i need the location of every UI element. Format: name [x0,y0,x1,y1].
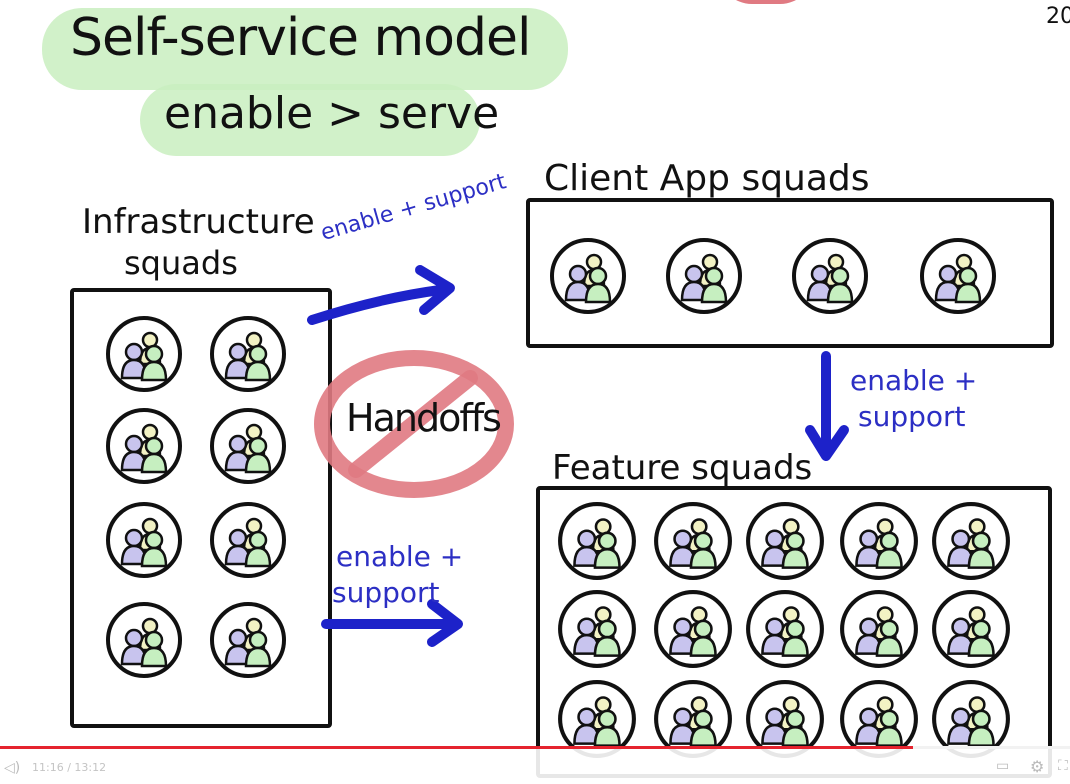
infra-squad-icon [104,314,184,394]
captions-icon[interactable]: ▭ [996,758,1010,774]
arrow-bottom-label-line1: enable + [336,540,464,573]
infra-squad-icon [104,600,184,680]
no-handoffs-slash [348,370,478,478]
arrow-right-label-line2: support [858,400,966,433]
video-progress-bar[interactable] [0,746,1070,749]
infra-squad-icon [208,500,288,580]
client-squad-icon [548,236,628,316]
feature-squad-icon [930,678,1012,760]
feature-squad-icon [652,588,734,670]
subtitle-highlight [140,84,480,156]
client-label: Client App squads [544,158,870,199]
feature-squad-icon [652,678,734,760]
client-squad-icon [664,236,744,316]
red-shape-partial [718,0,814,4]
infra-label-line1: Infrastructure [82,202,315,242]
no-handoffs-circle [314,350,514,498]
arrow-infra-to-client-head [415,265,455,315]
arrow-infra-to-client [307,285,445,325]
corner-number: 20 [1046,4,1070,29]
client-squad-icon [918,236,998,316]
infra-squad-icon [208,600,288,680]
slide-title: Self-service model [70,8,531,68]
video-time: 11:16 / 13:12 [32,761,107,774]
feature-squad-icon [838,500,920,582]
feature-label: Feature squads [552,448,813,488]
feature-squad-icon [556,500,638,582]
feature-squad-icon [838,588,920,670]
infra-squad-icon [208,406,288,486]
title-highlight [42,8,568,90]
handoffs-label: Handoffs [346,396,502,440]
video-progress-fill [0,746,913,749]
settings-gear-icon[interactable]: ⚙ [1030,757,1045,776]
fullscreen-icon[interactable]: ⛶ [1058,758,1068,774]
infra-squad-icon [104,500,184,580]
arrow-client-to-feature-head [805,425,849,461]
volume-icon[interactable]: ◁) [4,760,21,776]
feature-squad-icon [930,500,1012,582]
player-bar-bg [0,749,1070,784]
arrow-infra-to-feature-head [427,599,463,647]
feature-squad-icon [744,588,826,670]
feature-squad-icon [744,500,826,582]
slide-subtitle: enable > serve [164,88,500,139]
feature-squad-icon [652,500,734,582]
feature-squad-icon [556,588,638,670]
feature-squad-icon [556,678,638,760]
arrow-right-label-line1: enable + [850,364,978,397]
feature-squad-icon [930,588,1012,670]
infra-label-line2: squads [124,244,238,282]
client-squad-icon [790,236,870,316]
feature-squad-icon [744,678,826,760]
infra-squad-icon [208,314,288,394]
arrow-bottom-label-line2: support [332,576,440,609]
infra-squad-icon [104,406,184,486]
